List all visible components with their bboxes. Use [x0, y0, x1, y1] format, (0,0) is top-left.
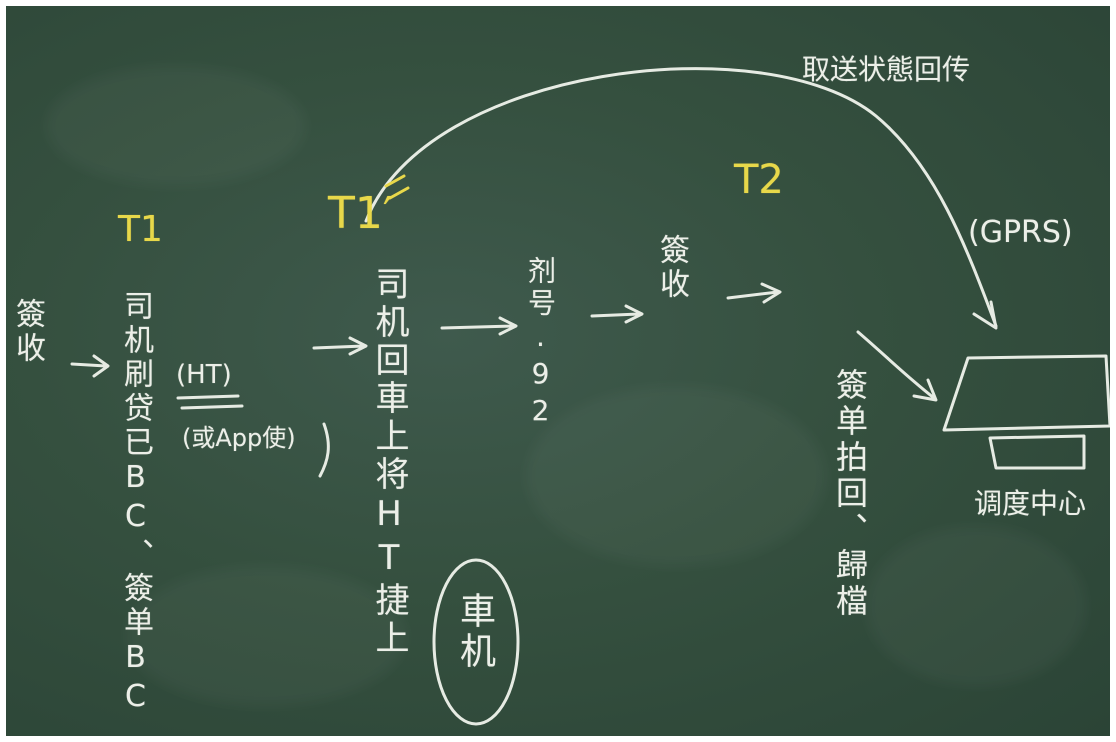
t2-label: T2 [734, 157, 784, 203]
arrow-t1p-to-col3 [440, 316, 518, 336]
ht-label: (HT) [176, 360, 232, 390]
chalk-drawings [70, 67, 1110, 726]
arc-arrowhead [972, 300, 998, 330]
circled-car-unit-text: 車机 [454, 592, 495, 672]
circle-car-unit [432, 558, 520, 726]
sign-text: 簽收 [654, 234, 689, 302]
arrow-left [70, 354, 110, 378]
left-sign-text: 簽收 [10, 298, 45, 366]
dispatch-center-label: 调度中心 [974, 487, 1087, 520]
arrow-sign-to-t2 [726, 282, 782, 304]
arrow-t1-to-t1p [312, 336, 368, 356]
column-2-text: 司机回車上将HT捷上 [369, 266, 409, 658]
arrow-col3-to-sign [590, 304, 644, 324]
arc-arrow [364, 67, 998, 328]
t1-prime-label: T1′ [328, 188, 393, 239]
t1p-mark [384, 174, 410, 200]
app-note: (或App使) [182, 424, 296, 452]
arc-label: 取送状態回传 [802, 53, 971, 86]
building-base [988, 434, 1086, 470]
t1-label: T1 [118, 209, 163, 250]
gprs-label: (GPRS) [968, 215, 1073, 250]
column-3-text: 剂号.92 [524, 256, 557, 431]
column-4-text: 簽单拍回、歸檔 [831, 368, 869, 620]
building-roof [942, 354, 1110, 432]
arrow-to-dispatch [856, 330, 938, 402]
ht-underline [176, 394, 244, 410]
app-bracket [318, 422, 330, 478]
chalkboard: 簽收 T1 T1′ T2 司机刷贷已BC、簽单BC (HT) (或App使) 司… [6, 6, 1110, 736]
column-1-text: 司机刷贷已BC、簽单BC [118, 290, 153, 718]
